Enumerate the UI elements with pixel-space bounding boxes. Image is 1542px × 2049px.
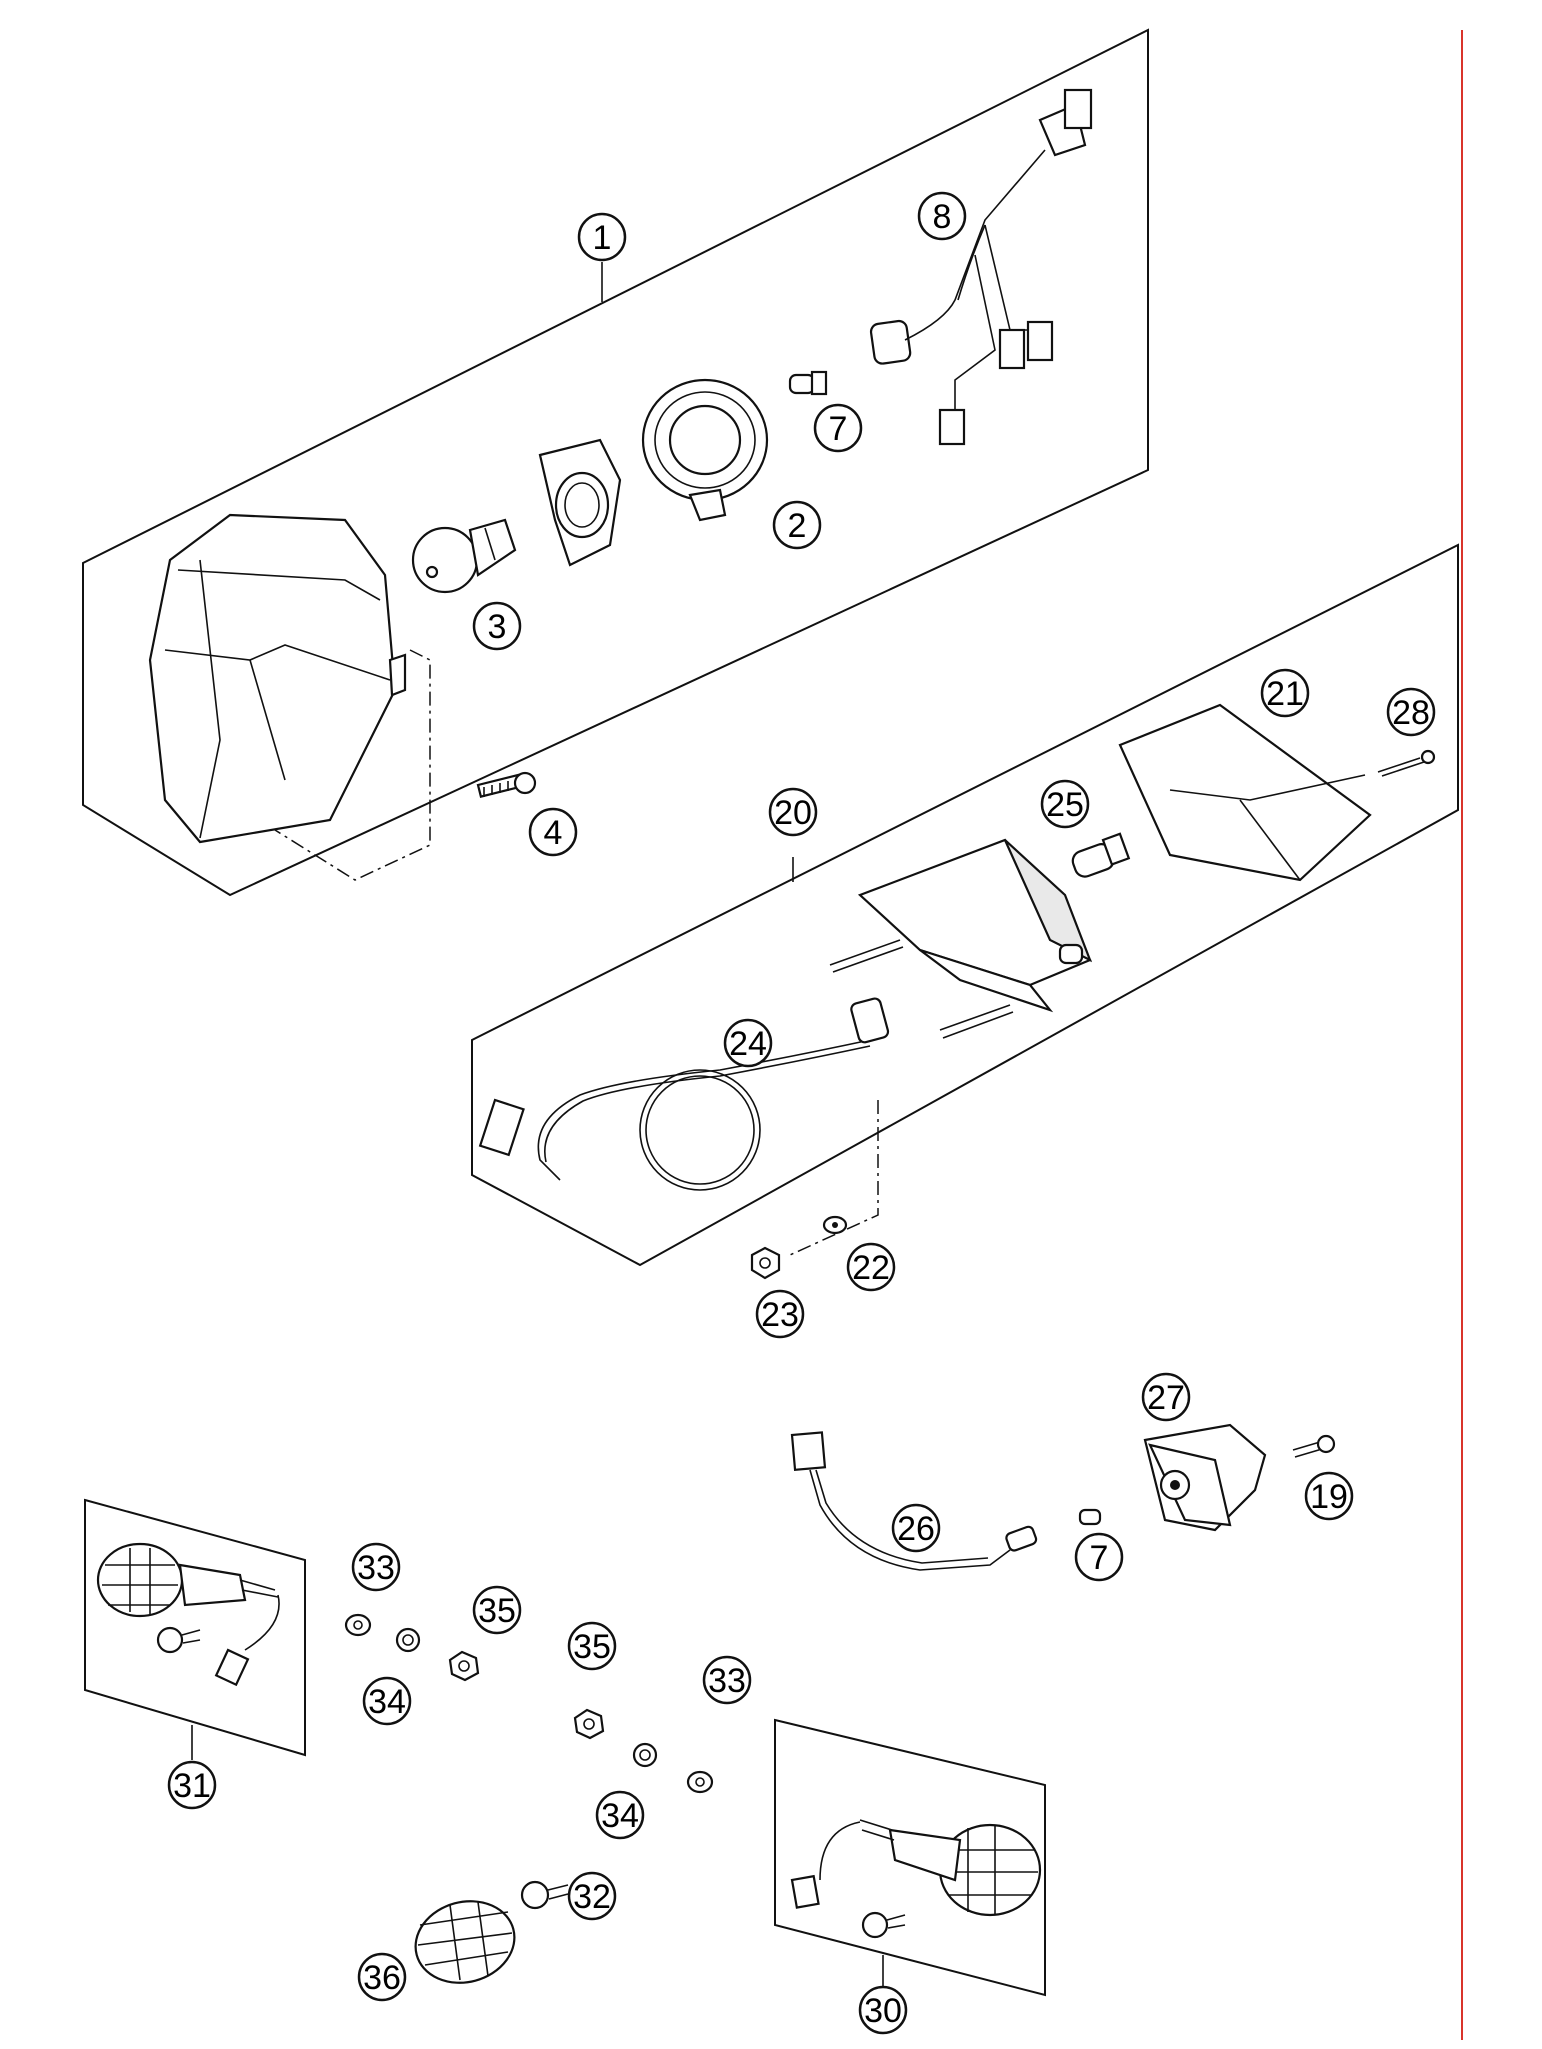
- callout-20: 20: [768, 787, 818, 837]
- svg-text:27: 27: [1147, 1379, 1185, 1417]
- callout-7-lower: 7: [1074, 1532, 1124, 1582]
- headlight-group-frame: [82, 28, 1149, 897]
- svg-text:30: 30: [864, 1992, 902, 2030]
- wiring-harness-8: [869, 88, 1093, 446]
- callout-31: 31: [167, 1760, 217, 1810]
- callout-21: 21: [1260, 668, 1310, 718]
- nut-35-left: [448, 1650, 480, 1682]
- svg-text:24: 24: [729, 1025, 767, 1063]
- callout-34-right: 34: [595, 1790, 645, 1840]
- callout-35-left: 35: [472, 1585, 522, 1635]
- svg-text:35: 35: [478, 1592, 516, 1630]
- callout-36: 36: [357, 1952, 407, 2002]
- indicator-30-frame: [774, 1718, 1046, 1997]
- callout-34-left: 34: [362, 1676, 412, 1726]
- callout-27: 27: [1141, 1372, 1191, 1422]
- svg-text:23: 23: [761, 1296, 799, 1334]
- svg-text:34: 34: [368, 1683, 406, 1721]
- indicator-30: [790, 1819, 1042, 1939]
- svg-text:35: 35: [573, 1628, 611, 1666]
- tail-lens-21: [1118, 703, 1372, 882]
- callout-26: 26: [891, 1503, 941, 1553]
- callout-2: 2: [772, 500, 822, 550]
- lock-washer-34-left: [395, 1627, 421, 1653]
- svg-text:22: 22: [852, 1249, 890, 1287]
- svg-text:7: 7: [1090, 1539, 1109, 1577]
- svg-text:7: 7: [829, 410, 848, 448]
- callout-28: 28: [1386, 687, 1436, 737]
- cable-26: [790, 1431, 1038, 1571]
- callout-22: 22: [846, 1242, 896, 1292]
- callout-4: 4: [528, 807, 578, 857]
- callout-32: 32: [567, 1871, 617, 1921]
- callout-30: 30: [858, 1985, 908, 2035]
- svg-text:26: 26: [897, 1510, 935, 1548]
- indicator-lens-36: [414, 1900, 516, 1984]
- svg-text:31: 31: [173, 1767, 211, 1805]
- bulb-25: [1071, 832, 1131, 878]
- callout-35-right: 35: [567, 1621, 617, 1671]
- screw-4: [476, 771, 537, 798]
- svg-text:21: 21: [1266, 675, 1304, 713]
- nut-35-right: [573, 1708, 605, 1740]
- svg-text:36: 36: [363, 1959, 401, 1997]
- svg-text:3: 3: [488, 608, 507, 646]
- lock-washer-34-right: [632, 1742, 658, 1768]
- callout-33-right: 33: [702, 1655, 752, 1705]
- screw-19: [1292, 1434, 1336, 1458]
- callout-25: 25: [1040, 779, 1090, 829]
- callout-23: 23: [755, 1289, 805, 1339]
- license-bulb-7: [1078, 1508, 1102, 1526]
- tail-lamp-20: [829, 838, 1093, 1039]
- washer-33-left: [344, 1613, 372, 1637]
- bulb-3: [411, 518, 517, 594]
- svg-text:2: 2: [788, 507, 807, 545]
- callout-19: 19: [1304, 1471, 1354, 1521]
- taillight-group-frame: [471, 543, 1459, 1267]
- parking-bulb-7: [788, 370, 828, 396]
- svg-text:20: 20: [774, 794, 812, 832]
- bulb-32: [520, 1880, 569, 1910]
- svg-text:19: 19: [1310, 1478, 1348, 1516]
- bulb-holder: [538, 438, 622, 567]
- dust-cover-2: [641, 378, 769, 522]
- callout-8: 8: [917, 191, 967, 241]
- screw-28: [1377, 749, 1436, 777]
- svg-text:28: 28: [1392, 694, 1430, 732]
- callout-24: 24: [723, 1018, 773, 1068]
- svg-text:34: 34: [601, 1797, 639, 1835]
- callout-3: 3: [472, 601, 522, 651]
- svg-text:33: 33: [357, 1549, 395, 1587]
- nut-23: [750, 1246, 781, 1280]
- svg-text:32: 32: [573, 1878, 611, 1916]
- leader-dash-2: [789, 1100, 879, 1256]
- svg-text:8: 8: [933, 198, 952, 236]
- headlight-mask: [148, 513, 407, 844]
- washer-33-right: [686, 1770, 714, 1794]
- callout-1: 1: [577, 212, 627, 262]
- washer-22: [822, 1215, 848, 1235]
- indicator-31-frame: [84, 1498, 306, 1757]
- svg-text:1: 1: [593, 219, 612, 257]
- callout-7-upper: 7: [813, 403, 863, 453]
- license-lamp-27: [1143, 1423, 1267, 1532]
- svg-text:4: 4: [544, 814, 563, 852]
- svg-text:33: 33: [708, 1662, 746, 1700]
- svg-text:25: 25: [1046, 786, 1084, 824]
- callout-33-left: 33: [351, 1542, 401, 1592]
- cable-24: [478, 997, 890, 1191]
- indicator-31: [96, 1542, 280, 1687]
